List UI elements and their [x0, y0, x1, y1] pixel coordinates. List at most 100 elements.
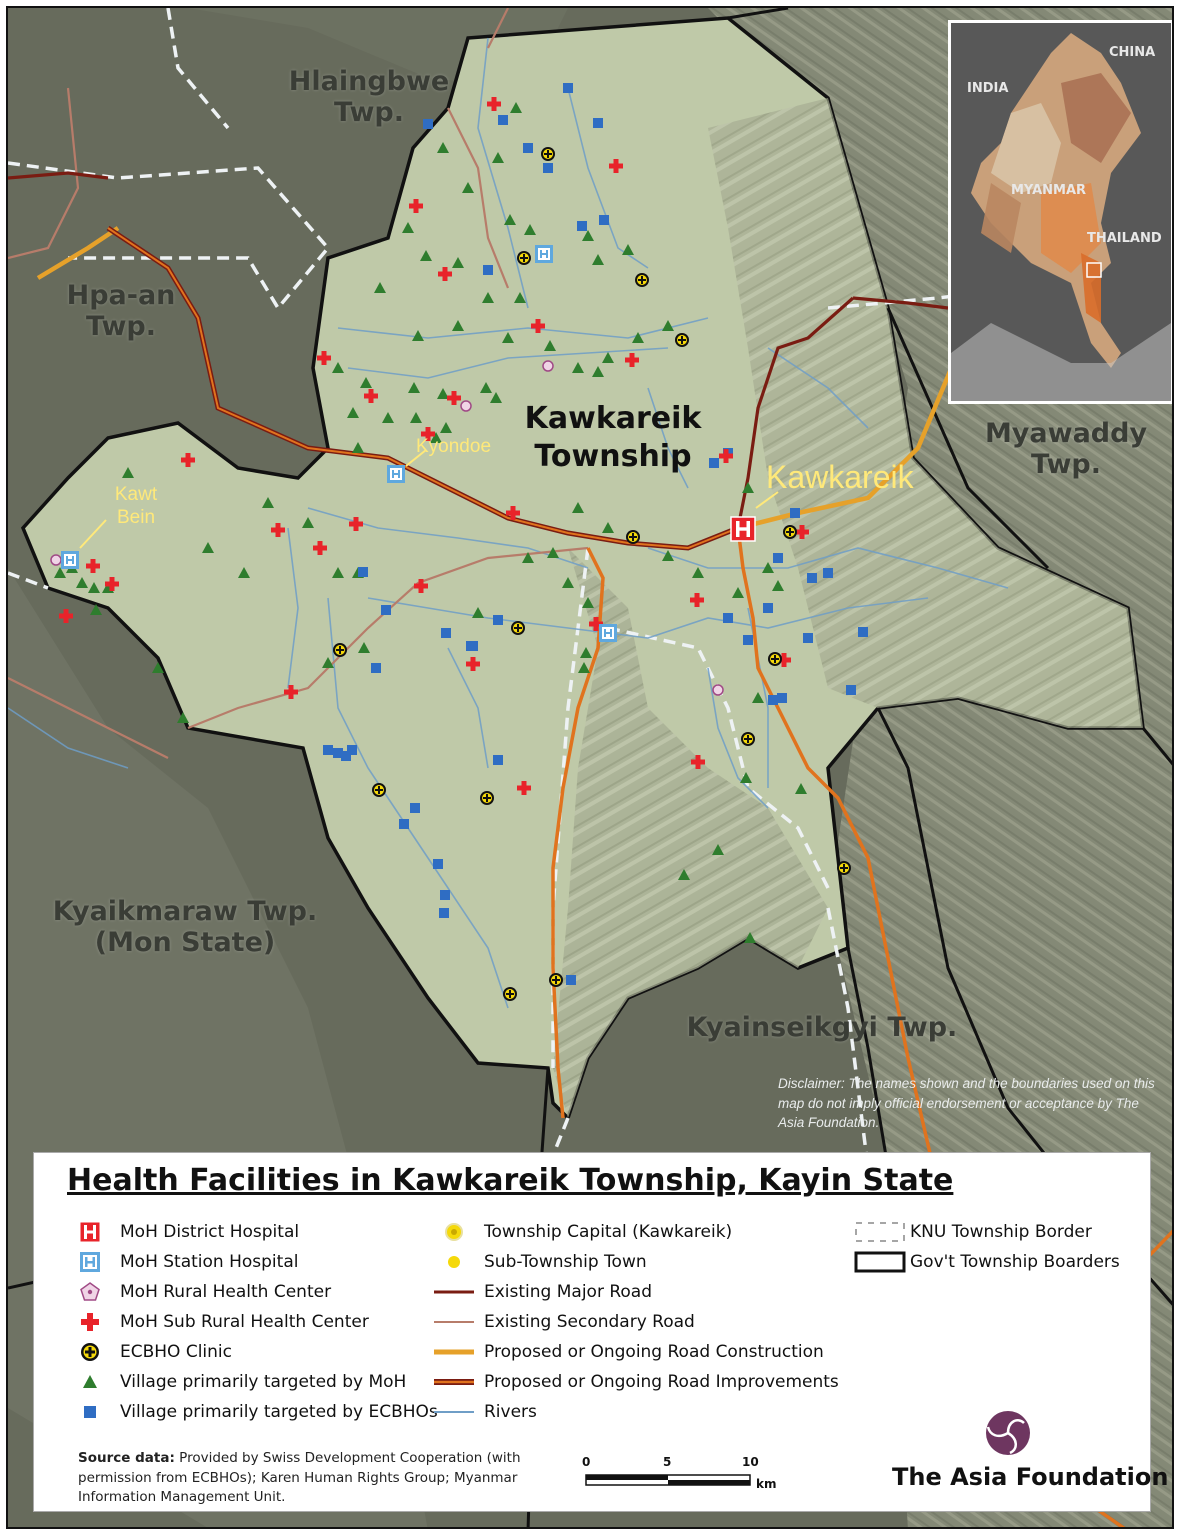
village-ecbho-marker [358, 567, 368, 577]
village-moh-marker [522, 552, 534, 563]
village-ecbho-marker [410, 803, 420, 813]
village-moh-marker [762, 562, 774, 573]
village-moh-marker [752, 692, 764, 703]
rural-health-center-marker [712, 684, 724, 696]
village-ecbho-marker [807, 573, 817, 583]
legend-label: Village primarily targeted by ECBHOs [120, 1402, 438, 1422]
sub-rural-health-marker [506, 510, 520, 516]
village-moh-marker [592, 366, 604, 377]
eastern-township-hills [708, 98, 1143, 728]
legend-label: KNU Township Border [910, 1222, 1092, 1242]
village-ecbho-marker [439, 908, 449, 918]
ecbho-clinic-marker [375, 789, 383, 791]
legend-label: Existing Major Road [484, 1282, 652, 1302]
village-moh-marker [662, 320, 674, 331]
sub-rural-health-marker [313, 545, 327, 551]
village-moh-marker [502, 332, 514, 343]
sub-rural-health-marker [414, 583, 428, 589]
source-note: Source data: Provided by Swiss Developme… [78, 1449, 548, 1508]
scale-unit: km [756, 1477, 777, 1491]
village-moh-marker [360, 377, 372, 388]
village-ecbho-marker [493, 615, 503, 625]
village-moh-marker [420, 250, 432, 261]
village-moh-marker [580, 647, 592, 658]
ecbho-clinic-marker [483, 797, 491, 799]
village-moh-marker [54, 567, 66, 578]
legend-knu-border: KNU Township Border [854, 1217, 1092, 1247]
leader-line [755, 491, 779, 509]
organization-name: The Asia Foundation [892, 1463, 1169, 1491]
station-hospital-marker [604, 632, 612, 634]
place-kawkareik: Kawkareik [766, 459, 914, 495]
sub-rural-health-marker [487, 101, 501, 107]
sub-rural-health-marker [466, 661, 480, 667]
village-moh-marker [480, 382, 492, 393]
village-moh-marker [262, 497, 274, 508]
legend-road-improvements: Proposed or Ongoing Road Improvements [434, 1367, 839, 1397]
village-moh-marker [408, 382, 420, 393]
sub-rural-health-marker [409, 203, 423, 209]
village-moh-marker [572, 362, 584, 373]
village-ecbho-marker [493, 755, 503, 765]
legend-label: Rivers [484, 1402, 537, 1422]
township-capital-icon [434, 1217, 474, 1247]
village-ecbho-marker [593, 118, 603, 128]
legend-rivers: Rivers [434, 1397, 537, 1427]
legend-road-construction: Proposed or Ongoing Road Construction [434, 1337, 824, 1367]
village-ecbho-marker [440, 890, 450, 900]
improvements-line-icon [434, 1367, 474, 1397]
village-moh-marker [795, 783, 807, 794]
village-moh-marker [90, 604, 102, 615]
village-ecbho-marker [483, 265, 493, 275]
village-ecbho-marker [399, 819, 409, 829]
station-hospital-marker [392, 473, 400, 475]
village-ecbho-marker [763, 603, 773, 613]
ecbho-clinic-marker [514, 627, 522, 629]
source-bold: Source data: [78, 1450, 175, 1466]
inset-svg [951, 23, 1171, 401]
blue-square-icon [70, 1397, 110, 1427]
yellow-dot-icon [434, 1247, 474, 1277]
source-text: Provided by Swiss Development Cooperatio… [78, 1450, 521, 1506]
village-moh-marker [322, 657, 334, 668]
village-moh-marker [410, 412, 422, 423]
legend-label: Proposed or Ongoing Road Improvements [484, 1372, 839, 1392]
legend-village-moh: Village primarily targeted by MoH [70, 1367, 406, 1397]
sub-rural-health-marker [447, 395, 461, 401]
legend-label: Township Capital (Kawkareik) [484, 1222, 733, 1242]
sub-rural-health-marker [284, 689, 298, 695]
sub-rural-health-marker [625, 357, 639, 363]
village-moh-marker [772, 580, 784, 591]
sub-rural-health-marker [59, 613, 73, 619]
village-moh-marker [492, 152, 504, 163]
village-moh-marker [732, 587, 744, 598]
sub-rural-health-marker [105, 581, 119, 587]
village-moh-marker [578, 662, 590, 673]
village-moh-marker [302, 517, 314, 528]
sub-rural-health-marker [364, 393, 378, 399]
village-moh-marker [402, 222, 414, 233]
village-ecbho-marker [523, 143, 533, 153]
sub-rural-health-marker [609, 163, 623, 169]
village-moh-marker [452, 257, 464, 268]
village-ecbho-marker [743, 635, 753, 645]
ecbho-clinic-marker [544, 153, 552, 155]
village-moh-marker [347, 407, 359, 418]
village-ecbho-marker [323, 745, 333, 755]
red-cross-icon [70, 1307, 110, 1337]
scale-tick-5: 5 [663, 1455, 672, 1469]
legend-label: Gov't Township Boarders [910, 1252, 1120, 1272]
inset-label-india: INDIA [967, 81, 1009, 96]
village-moh-marker [582, 230, 594, 241]
legend-district-hospital: MoH District Hospital [70, 1217, 299, 1247]
place-kyondoe: Kyondoe [416, 436, 492, 457]
sub-rural-health-marker [317, 355, 331, 361]
village-moh-marker [602, 522, 614, 533]
rural-health-center-icon [70, 1277, 110, 1307]
village-moh-marker [238, 567, 250, 578]
asia-foundation-logo-icon [986, 1411, 1030, 1455]
village-moh-marker [547, 547, 559, 558]
